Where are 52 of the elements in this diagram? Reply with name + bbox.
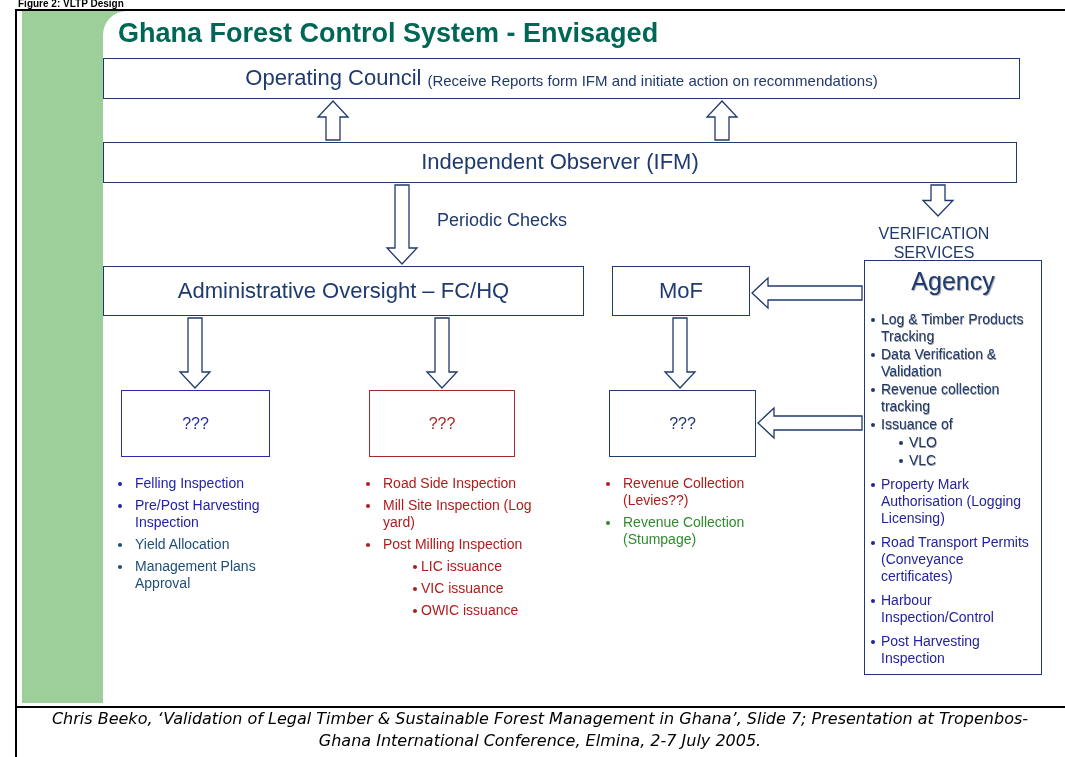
bullet-item: Revenue Collection (Stumpage) (606, 514, 776, 548)
bullet-item: Felling Inspection (118, 475, 288, 492)
placeholder-text: ??? (669, 414, 696, 433)
bullet-item: VLO (869, 434, 1037, 451)
block-arrow (425, 317, 459, 389)
bullet-item: Post Milling Inspection (366, 536, 551, 553)
node-note: (Receive Reports form IFM and initiate action on recommendations) (427, 72, 878, 89)
node-title: Independent Observer (IFM) (421, 150, 699, 175)
figure-title: Figure 2: VLTP Design (18, 0, 124, 9)
placeholder-text: ??? (182, 414, 209, 433)
process-box (609, 390, 756, 457)
bullet-item: Revenue collection tracking (869, 381, 1037, 415)
bullet-item: VLC (869, 452, 1037, 469)
bullet-item: Road Transport Permits (Conveyance certificates) (869, 534, 1037, 585)
node-heading: VERIFICATION SERVICES (877, 224, 991, 262)
bullet-item: Yield Allocation (118, 536, 288, 553)
bullet-item: VIC issuance (366, 580, 551, 597)
placeholder-text: ??? (428, 414, 456, 433)
bullet-item: Harbour Inspection/Control (869, 592, 1037, 626)
slide-title: Ghana Forest Control System - Envisaged (118, 18, 659, 49)
block-arrow (757, 406, 863, 440)
node-title: Agency (910, 267, 996, 296)
block-arrow (178, 317, 212, 389)
block-arrow (751, 276, 863, 310)
bullet-item: Management Plans Approval (118, 558, 288, 592)
bullet-item: LIC issuance (366, 558, 551, 575)
node-title: Operating Council (245, 66, 422, 91)
node-title: Administrative Oversight – FC/HQ (177, 278, 510, 304)
process-box (369, 390, 515, 457)
bullet-item: Post Harvesting Inspection (869, 633, 1037, 667)
block-arrow (316, 100, 350, 141)
bullet-item: Data Verification & Validation (869, 346, 1037, 380)
block-arrow (705, 100, 739, 141)
process-box (612, 266, 750, 316)
block-arrow (921, 184, 955, 217)
bullet-item: Log & Timber Products Tracking (869, 311, 1037, 345)
process-box (103, 142, 1017, 183)
bullet-item: Pre/Post Harvesting Inspection (118, 497, 288, 531)
bullet-item: Road Side Inspection (366, 475, 551, 492)
block-arrow (385, 184, 419, 265)
process-box (121, 390, 270, 457)
bullet-item: OWIC issuance (366, 602, 551, 619)
bullet-item: Revenue Collection (Levies??) (606, 475, 776, 509)
bullet-item: Mill Site Inspection (Log yard) (366, 497, 551, 531)
process-box (864, 260, 1042, 675)
bullet-item: Issuance of (869, 416, 1037, 433)
process-box (103, 58, 1020, 99)
block-arrow (663, 317, 697, 389)
bullet-item: Property Mark Authorisation (Logging Licensing) (869, 476, 1037, 527)
node-title: MoF (659, 278, 703, 304)
process-box (103, 266, 584, 316)
caption: Chris Beeko, ‘Validation of Legal Timber & Sustainable Forest Management in Ghana’, Slide 7; Presentation at Tropenbos-Ghana International Conference, Elmina, 2-7 July 2005. (50, 708, 1030, 752)
